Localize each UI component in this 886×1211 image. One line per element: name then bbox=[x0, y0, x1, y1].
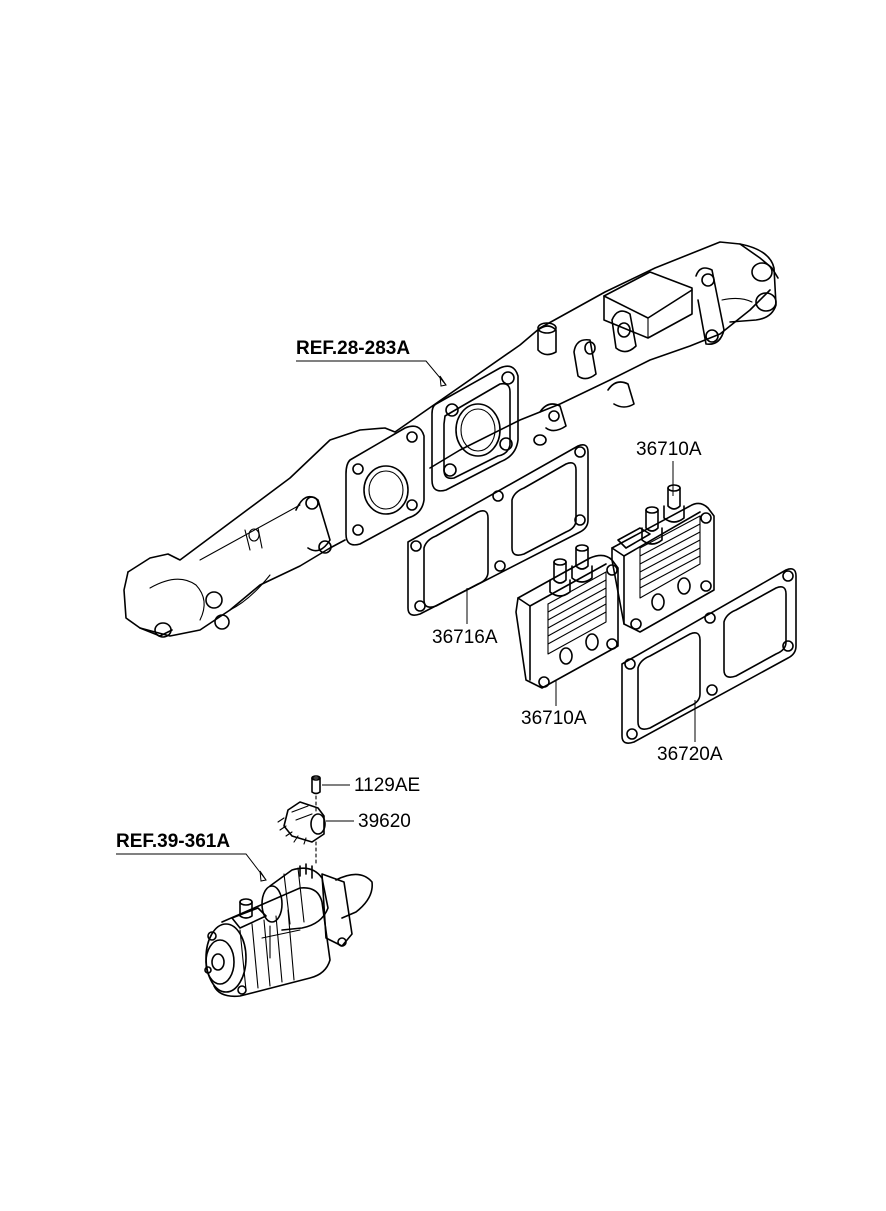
label-part-36720a[interactable]: 36720A bbox=[657, 744, 723, 765]
label-part-39620[interactable]: 39620 bbox=[358, 811, 411, 832]
leader-lines bbox=[116, 360, 696, 882]
label-part-1129ae[interactable]: 1129AE bbox=[354, 775, 421, 796]
gasket-36720a bbox=[621, 568, 797, 744]
starter-motor bbox=[204, 863, 373, 998]
leader-ref-manifold bbox=[296, 360, 447, 386]
label-part-36710a-bottom[interactable]: 36710A bbox=[521, 708, 587, 729]
heater-36710a-lower bbox=[515, 544, 619, 689]
gasket-36716a bbox=[407, 444, 589, 616]
bolt-1129ae bbox=[311, 775, 321, 813]
label-ref-39-361a[interactable]: REF.39-361A bbox=[116, 831, 231, 852]
leader-ref-starter bbox=[116, 853, 267, 881]
label-part-36710a-top[interactable]: 36710A bbox=[636, 439, 702, 460]
exhaust-manifold bbox=[123, 241, 779, 638]
label-ref-28-283a[interactable]: REF.28-283A bbox=[296, 338, 411, 359]
relay-39620 bbox=[277, 801, 326, 867]
heater-36710a-upper bbox=[611, 484, 715, 633]
label-part-36716a[interactable]: 36716A bbox=[432, 627, 498, 648]
